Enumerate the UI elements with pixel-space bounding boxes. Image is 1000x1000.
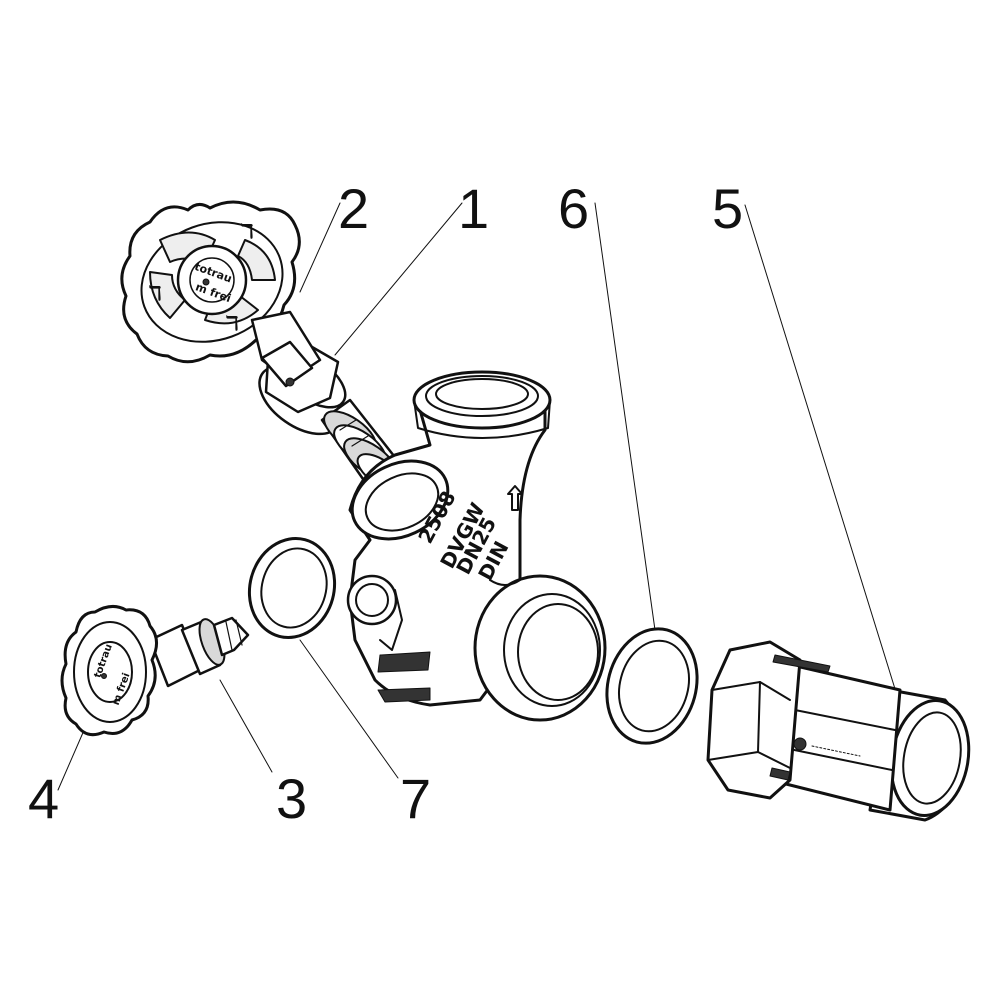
- part-5-union-nut: [706, 640, 971, 822]
- logo-mark-icon: [793, 737, 807, 751]
- callout-6: 6: [558, 177, 589, 240]
- part-7-seal-ring: [247, 536, 337, 640]
- logo-mark-icon: ℸ: [225, 311, 239, 335]
- leader-line-3: [219, 679, 273, 773]
- leader-line-4: [57, 727, 86, 791]
- callout-5: 5: [712, 177, 743, 240]
- flow-arrow-icon: [507, 485, 523, 511]
- part-4-small-handwheel: totrau m frei: [60, 605, 158, 737]
- leader-line-1: [334, 202, 463, 356]
- part-3-drain-insert: [148, 616, 250, 688]
- callout-1: 1: [458, 177, 489, 240]
- callout-3: 3: [276, 767, 307, 830]
- leader-line-7: [299, 639, 399, 779]
- leader-line-5: [744, 204, 901, 706]
- logo-mark-icon: ℸ: [148, 281, 162, 305]
- leader-line-6: [594, 202, 656, 631]
- callout-numbers: 2 1 6 5 4 3 7: [28, 177, 743, 830]
- valve-body: 2508 DVGW DN25 DIN: [346, 370, 607, 722]
- callout-2: 2: [338, 177, 369, 240]
- part-6-seal-ring: [605, 627, 699, 745]
- hex-nut: [706, 640, 802, 800]
- callout-7: 7: [400, 767, 431, 830]
- leader-lines: [57, 202, 901, 791]
- logo-mark-icon: ℸ: [240, 219, 254, 243]
- callout-4: 4: [28, 767, 59, 830]
- leader-line-2: [299, 202, 341, 293]
- part-2-large-handwheel: totrau m frei ℸ ℸ ℸ: [120, 200, 322, 388]
